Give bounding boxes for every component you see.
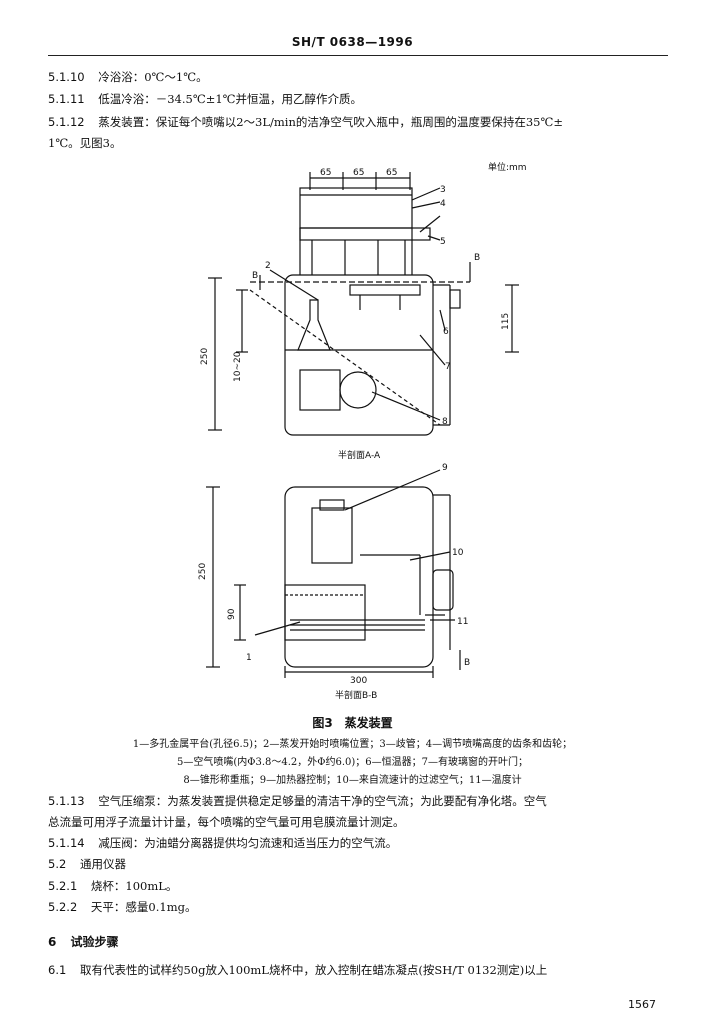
dim-left-b: 10~20 [233,351,243,382]
clause-5-1-13-cont: 总流量可用浮子流量计计量，每个喷嘴的空气量可用皂膜流量计测定。 [48,815,405,829]
dim-bottom: 300 [350,676,367,686]
callout-10: 10 [452,548,464,558]
clause-number: 5.1.11 [48,92,85,106]
figure-legend-line-3: 8—锥形称重瓶；9—加热器控制；10—来自流速计的过滤空气；11—温度计 [183,775,522,786]
clause-text: 低温冷浴：－34.5℃±1℃并恒温，用乙醇作介质。 [98,92,363,106]
figure-legend-line-1: 1—多孔金属平台(孔径6.5)；2—蒸发开始时喷嘴位置；3—歧管；4—调节喷嘴高… [132,739,573,750]
header-rule [48,55,668,56]
callout-8: 8 [442,417,448,427]
clause-text: 烧杯：100mL。 [90,879,178,893]
clause-6-1: 6.1 取有代表性的试样约50g放入100mL烧杯中，放入控制在蜡冻凝点(按SH… [48,963,547,977]
callout-4: 4 [440,199,446,209]
page-header: SH/T 0638—1996 [291,35,414,49]
dim-left-a: 250 [200,348,210,365]
perforated-platform [284,584,366,641]
clause-5-1-13: 5.1.13 空气压缩泵：为蒸发装置提供稳定足够量的清洁干净的空气流；为此要配有… [48,794,547,808]
clause-number: 5.1.14 [48,836,85,850]
dim-left-d: 90 [227,608,237,620]
callout-9: 9 [442,463,448,473]
cabinet-section-aa [284,274,434,436]
section-heading: 通用仪器 [79,857,126,871]
dim-top-1: 65 [320,168,331,178]
section-letter-b2: B [252,271,258,281]
callout-7: 7 [445,362,451,372]
clause-number: 5.1.12 [48,115,85,129]
page-number: 1567 [628,998,656,1011]
clause-5-1-10: 5.1.10 冷浴浴：0℃～1℃。 [48,70,208,84]
callout-1: 1 [246,653,252,663]
clause-text: 冷浴浴：0℃～1℃。 [98,70,208,84]
dim-right: 115 [501,313,511,330]
callout-5: 5 [440,237,446,247]
clause-5-2-2: 5.2.2 天平：感量0.1mg。 [48,900,196,914]
section-5-2: 5.2 通用仪器 [48,857,126,871]
clause-number: 5.1.10 [48,70,85,84]
clause-number: 5.2.2 [48,900,78,914]
clause-text: 取有代表性的试样约50g放入100mL烧杯中，放入控制在蜡冻凝点(按SH/T 0… [79,963,548,977]
figure-caption-title: 图3 蒸发装置 [312,716,393,730]
clause-number: 5.2.1 [48,879,78,893]
clause-5-1-12: 5.1.12 蒸发装置：保证每个喷嘴以2～3L/min的洁净空气吹入瓶中，瓶周围… [48,115,563,129]
clause-text: 空气压缩泵：为蒸发装置提供稳定足够量的清洁干净的空气流；为此要配有净化塔。空气 [98,794,547,808]
section-bb-label: 半剖面B-B [335,689,377,701]
callout-6: 6 [443,327,449,337]
section-letter-b1: B [474,253,480,263]
figure-legend-line-2: 5—空气喷嘴(内Φ3.8～4.2，外Φ约6.0)；6—恒温器；7—有玻璃窗的开叶… [177,757,528,768]
nozzle-rack [299,187,413,229]
clause-5-1-12-cont: 1℃。见图3。 [48,136,122,150]
section-number: 6 [48,935,57,949]
callout-11: 11 [457,617,468,627]
evaporation-apparatus-figure: 单位:mm 65 65 65 250 10~20 115 250 90 300 … [198,161,527,701]
clause-text: 减压阀：为油蜡分离器提供均匀流速和适当压力的空气流。 [98,836,398,850]
dim-left-c: 250 [198,563,208,580]
clause-text: 蒸发装置：保证每个喷嘴以2～3L/min的洁净空气吹入瓶中，瓶周围的温度要保持在… [98,115,563,129]
clause-text: 天平：感量0.1mg。 [90,900,197,914]
section-number: 5.2 [48,857,67,871]
clause-number: 6.1 [48,963,67,977]
dim-top-3: 65 [386,168,397,178]
clause-number: 5.1.13 [48,794,85,808]
unit-note: 单位:mm [488,161,527,173]
callout-3: 3 [440,185,446,195]
section-6: 6 试验步骤 [48,933,119,950]
conical-weighing-flask [297,299,331,351]
section-letter-b3: B [464,658,470,668]
section-aa-label: 半剖面A-A [338,449,381,461]
section-heading: 试验步骤 [70,935,119,949]
clause-5-1-14: 5.1.14 减压阀：为油蜡分离器提供均匀流速和适当压力的空气流。 [48,836,397,850]
heater-bulb [339,371,377,409]
dim-top-2: 65 [353,168,364,178]
clause-5-1-11: 5.1.11 低温冷浴：－34.5℃±1℃并恒温，用乙醇作介质。 [48,92,362,106]
clause-5-2-1: 5.2.1 烧杯：100mL。 [48,879,177,893]
heater-control [311,507,353,564]
callout-2: 2 [265,261,271,271]
